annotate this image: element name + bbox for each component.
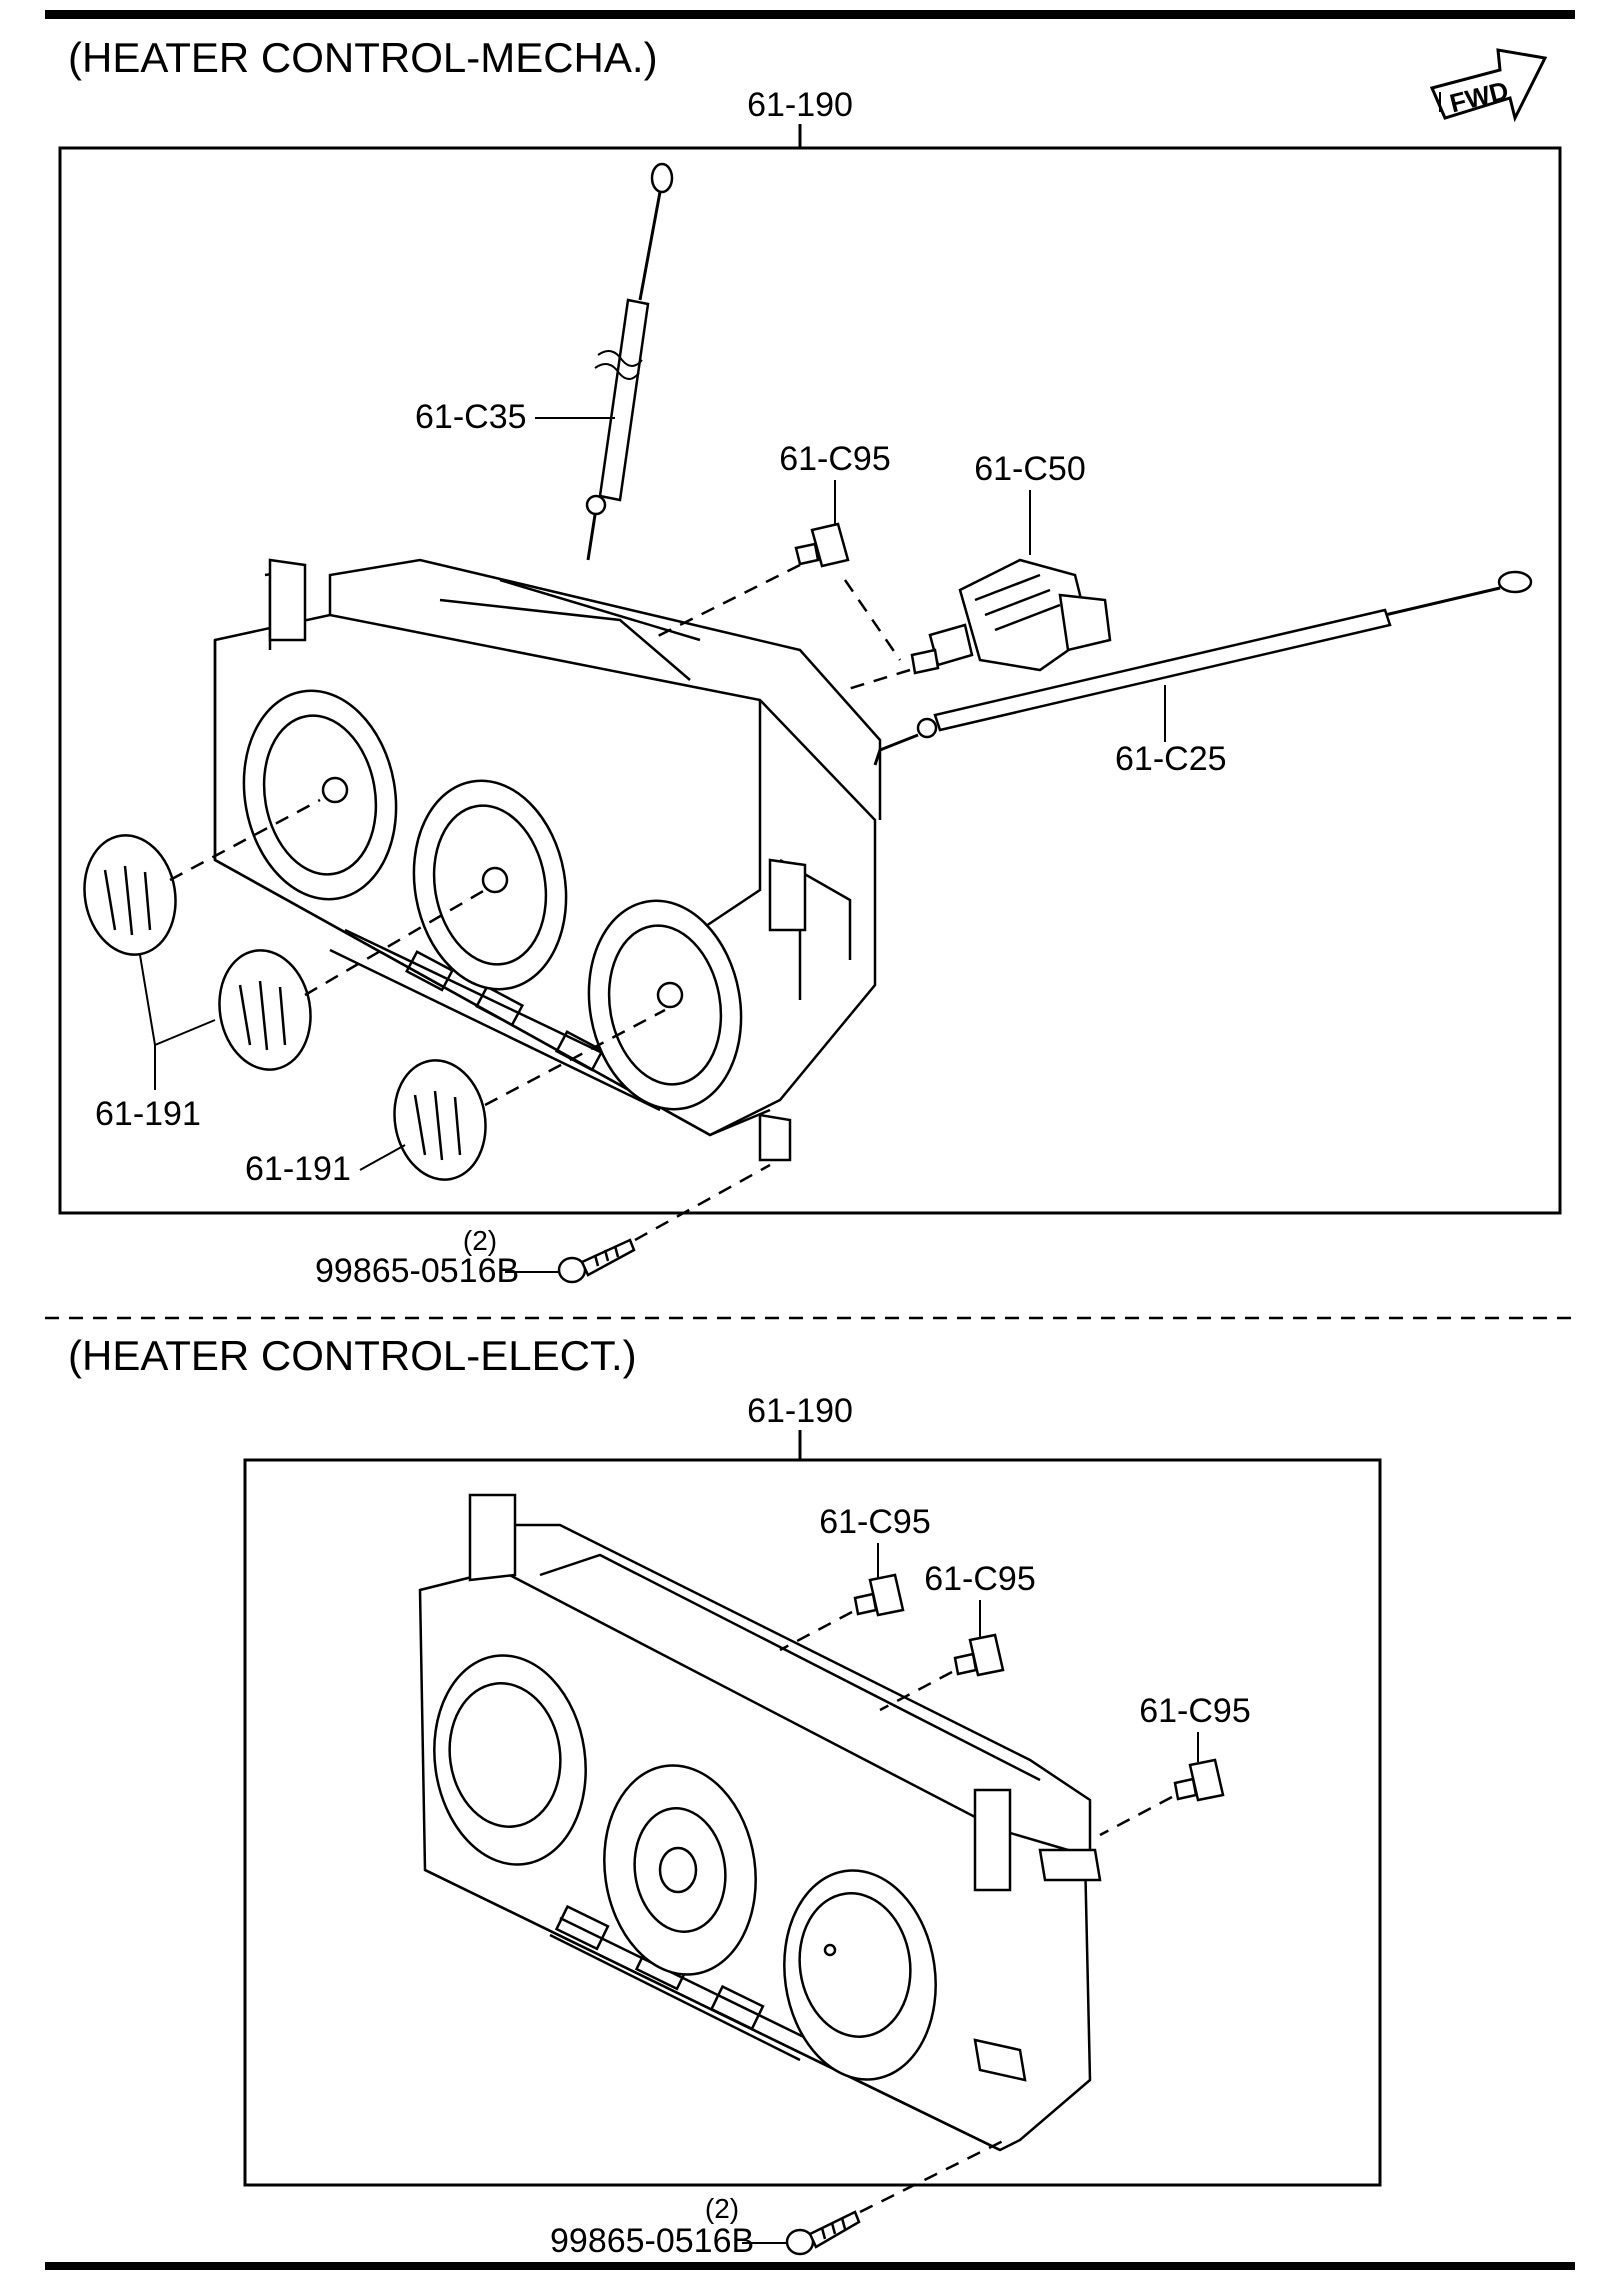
assembly-label-mecha: 61-190: [747, 86, 853, 124]
fwd-arrow-icon: FWD: [1429, 48, 1548, 123]
assembly-frame-mecha: [58, 146, 1562, 1215]
clip-61-c95-3: [1173, 1758, 1225, 1802]
assembly-line-screw-mecha: [634, 1163, 771, 1242]
assembly-line-clip-elect-1: [779, 1610, 853, 1652]
knob-61-191-left: [83, 834, 177, 956]
assembly-line-clip-elect-2: [879, 1670, 953, 1712]
assembly-frame-elect: [243, 1458, 1382, 2187]
assembly-line-motor: [844, 668, 911, 692]
qty-screw-elect: (2): [705, 2193, 739, 2224]
callout-61-191-pair: 61-191: [95, 1095, 201, 1133]
callout-61-c95-elect-1: 61-C95: [819, 1503, 931, 1541]
section-title-mecha: (HEATER CONTROL-MECHA.): [68, 34, 658, 81]
screw-mecha: [557, 1238, 636, 1284]
callout-screw-mecha: 99865-0516B: [315, 1252, 519, 1290]
callout-61-c25: 61-C25: [1115, 740, 1227, 778]
screw-elect: [785, 2210, 861, 2256]
callout-61-c95-elect-3: 61-C95: [1139, 1692, 1251, 1730]
knob-61-191-middle: [218, 949, 312, 1071]
assembly-line-knob-3: [484, 1008, 666, 1107]
cable-61-c25: [873, 570, 1533, 766]
bottom-rule: [45, 2262, 1575, 2270]
heater-control-unit-mecha: [213, 558, 882, 1162]
section-title-elect: (HEATER CONTROL-ELECT.): [68, 1332, 637, 1379]
clip-61-c95-1: [853, 1573, 905, 1617]
callout-61-191-single: 61-191: [245, 1150, 351, 1188]
assembly-line-clip-mecha: [649, 563, 801, 642]
knob-61-191-right: [393, 1059, 487, 1181]
assembly-label-elect: 61-190: [747, 1392, 853, 1430]
callout-61-c95-mecha: 61-C95: [779, 440, 891, 478]
cable-61-c35: [585, 162, 674, 561]
clip-61-c95: [794, 522, 850, 568]
callout-61-c50: 61-C50: [974, 450, 1086, 488]
assembly-line-knob-1: [169, 798, 321, 882]
assembly-line-clip-mecha-2: [843, 579, 902, 661]
assembly-line-clip-elect-3: [1099, 1795, 1173, 1837]
leader-61-191-single: [359, 1144, 406, 1171]
callout-screw-elect: 99865-0516B: [550, 2222, 754, 2260]
assembly-line-screw-elect: [859, 2138, 1006, 2214]
qty-screw-mecha: (2): [463, 1225, 497, 1256]
callout-61-c95-elect-2: 61-C95: [924, 1560, 1036, 1598]
callout-61-c35: 61-C35: [415, 398, 527, 436]
clip-61-c95-2: [953, 1633, 1005, 1677]
assembly-line-knob-2: [304, 888, 486, 997]
actuator-61-c50: [910, 558, 1112, 675]
leader-61-191-pair: [139, 954, 216, 1090]
heater-control-unit-elect: [418, 1493, 1102, 2152]
top-rule: [45, 10, 1575, 19]
